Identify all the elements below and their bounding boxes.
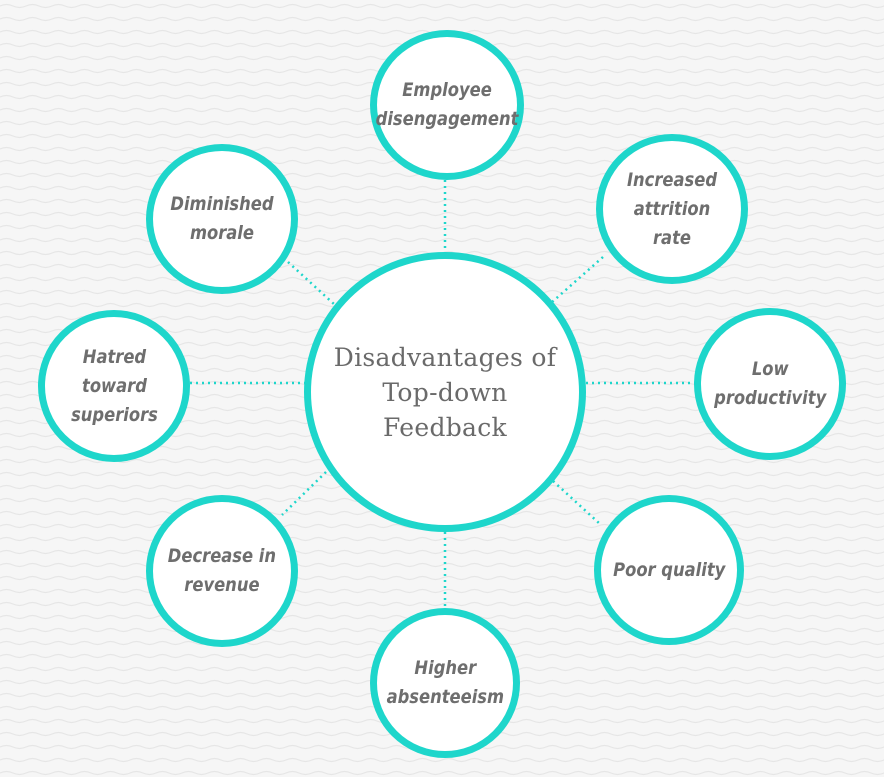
node-label-increased-attrition-rate: Increased attrition rate (626, 168, 718, 249)
node-label-higher-absenteeism: Higher absenteeism (386, 657, 504, 708)
node-label-low-productivity: Low productivity (713, 358, 827, 409)
connector-increased-attrition-rate (550, 256, 604, 304)
wave-line (0, 16, 884, 22)
center-node: Disadvantages of Top-down Feedback (304, 252, 586, 532)
wave-line (0, 757, 884, 763)
node-increased-attrition-rate: Increased attrition rate (596, 134, 748, 284)
node-diminished-morale: Diminished morale (146, 144, 298, 294)
node-employee-disengagement: Employee disengagement (370, 30, 524, 180)
node-poor-quality: Poor quality (594, 495, 744, 645)
node-label-diminished-morale: Diminished morale (170, 193, 274, 244)
node-label-poor-quality: Poor quality (612, 558, 726, 581)
node-label-employee-disengagement: Employee disengagement (375, 79, 519, 130)
wave-line (0, 3, 884, 9)
node-hatred-toward-superiors: Hatred toward superiors (38, 310, 190, 462)
node-label-decrease-in-revenue: Decrease in revenue (167, 545, 277, 596)
connector-poor-quality (552, 480, 601, 525)
node-higher-absenteeism: Higher absenteeism (370, 608, 520, 758)
connector-decrease-in-revenue (281, 471, 327, 516)
node-label-hatred-toward-superiors: Hatred toward superiors (70, 345, 158, 426)
wave-line (0, 770, 884, 776)
node-decrease-in-revenue: Decrease in revenue (146, 495, 298, 647)
wave-line (0, 601, 884, 607)
node-low-productivity: Low productivity (694, 308, 846, 460)
connector-diminished-morale (287, 261, 336, 306)
center-node-label: Disadvantages of Top-down Feedback (333, 342, 557, 442)
